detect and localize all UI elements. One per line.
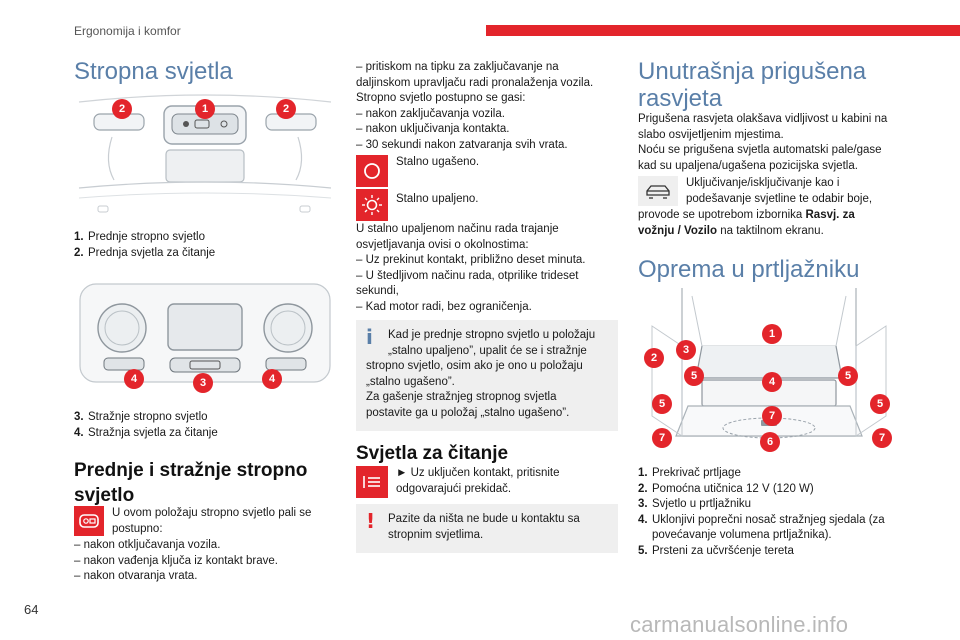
callout-badge: 3 bbox=[676, 340, 696, 360]
reading-light-icon bbox=[356, 466, 388, 498]
legend-item: 4.Uklonjivi poprečni nosač stražnjeg sje… bbox=[638, 513, 885, 526]
callout-badge: 5 bbox=[838, 366, 858, 386]
callout-badge: 3 bbox=[193, 373, 213, 393]
car-icon bbox=[638, 176, 678, 206]
duration-text: U stalno upaljenom načinu rada trajanje … bbox=[356, 223, 586, 313]
callout-badge: 5 bbox=[870, 394, 890, 414]
legend-item: 1.Prednje stropno svjetlo bbox=[74, 231, 205, 243]
front-lights-legend: 1.Prednje stropno svjetlo 2.Prednja svje… bbox=[74, 230, 336, 261]
info-note-text-cont: stropno svjetlo, osim ako je ono u polož… bbox=[366, 360, 583, 419]
info-icon: i bbox=[366, 325, 373, 349]
callout-badge: 2 bbox=[644, 348, 664, 368]
light-off-icon bbox=[356, 155, 388, 187]
warning-note: ! Pazite da ništa ne bude u kontaktu sa … bbox=[356, 504, 618, 553]
rear-lights-legend: 3.Stražnje stropno svjetlo 4.Stražnja sv… bbox=[74, 410, 336, 441]
callout-badge: 5 bbox=[652, 394, 672, 414]
legend-item: 4.Stražnja svjetla za čitanje bbox=[74, 426, 218, 439]
legend-item: 3.Svjetlo u prtljažniku bbox=[638, 498, 752, 510]
ambient-setting-row: Uključivanje/isključivanje kao i podešav… bbox=[638, 176, 900, 207]
callout-badge: 6 bbox=[760, 432, 780, 452]
door-position-list: – nakon otključavanja vozila. – nakon va… bbox=[74, 538, 336, 585]
legend-item: 2.Pomoćna utičnica 12 V (120 W) bbox=[638, 482, 814, 495]
on-position-row: Stalno upaljeno. bbox=[356, 189, 478, 221]
section-title-front-rear: Prednje i stražnje stropno svjetlo bbox=[74, 460, 308, 506]
warning-note-text: Pazite da ništa ne bude u kontaktu sa st… bbox=[388, 513, 580, 541]
running-header: Ergonomija i komfor bbox=[74, 24, 181, 38]
ambient-menu-text: provode se upotrebom izbornika Rasvj. za… bbox=[638, 209, 855, 237]
ambient-setting-text: Uključivanje/isključivanje kao i podešav… bbox=[686, 177, 873, 205]
legend-item: 5.Prsteni za učvršćenje tereta bbox=[638, 544, 794, 557]
off-position-text: Stalno ugašeno. bbox=[396, 156, 480, 168]
trunk-equipment-diagram: 1 2 3 5 4 5 5 7 5 7 6 7 bbox=[642, 286, 896, 456]
section-title-ambient-lighting: Unutrašnja prigušena rasvjeta bbox=[638, 58, 867, 112]
rear-ceiling-light-drawing bbox=[79, 283, 331, 383]
door-position-text: U ovom položaju stropno svjetlo pali se … bbox=[112, 507, 312, 535]
on-position-text: Stalno upaljeno. bbox=[396, 193, 479, 205]
rear-ceiling-light-diagram: 4 3 4 bbox=[74, 280, 336, 400]
callout-badge: 7 bbox=[762, 406, 782, 426]
door-light-icon bbox=[74, 506, 104, 536]
callout-badge: 1 bbox=[195, 99, 215, 119]
callout-badge: 4 bbox=[124, 369, 144, 389]
legend-item: povećavanje volumena prtljažnika). bbox=[652, 529, 832, 541]
ceiling-light-continued-text: – pritiskom na tipku za zaključavanje na… bbox=[356, 61, 594, 151]
list-item: – nakon otvaranja vrata. bbox=[74, 570, 198, 582]
info-note-text: Kad je prednje stropno svjetlo u položaj… bbox=[388, 329, 596, 357]
legend-item: 3.Stražnje stropno svjetlo bbox=[74, 411, 208, 423]
front-ceiling-light-diagram: 2 1 2 bbox=[74, 92, 336, 220]
callout-badge: 2 bbox=[276, 99, 296, 119]
list-item: – nakon otključavanja vozila. bbox=[74, 539, 221, 551]
off-position-row: Stalno ugašeno. bbox=[356, 155, 479, 187]
callout-badge: 4 bbox=[762, 372, 782, 392]
trunk-legend: 1.Prekrivač prtljage 2.Pomoćna utičnica … bbox=[638, 466, 900, 559]
section-title-trunk-equipment: Oprema u prtljažniku bbox=[638, 256, 860, 283]
reading-light-row: ► Uz uključen kontakt, pritisnite odgova… bbox=[356, 466, 622, 498]
menu-path-part-1: Rasvj. za bbox=[805, 209, 855, 221]
section-title-ceiling-lights: Stropna svjetla bbox=[74, 58, 233, 85]
callout-badge: 4 bbox=[262, 369, 282, 389]
menu-path-part-2: vožnju / Vozilo bbox=[638, 224, 718, 237]
info-note: i Kad je prednje stropno svjetlo u polož… bbox=[356, 320, 618, 431]
legend-item: 1.Prekrivač prtljage bbox=[638, 467, 741, 479]
callout-badge: 5 bbox=[684, 366, 704, 386]
callout-badge: 2 bbox=[112, 99, 132, 119]
callout-badge: 1 bbox=[762, 324, 782, 344]
page-number: 64 bbox=[24, 602, 39, 617]
door-position-row: U ovom položaju stropno svjetlo pali se … bbox=[74, 506, 336, 537]
legend-item: 2.Prednja svjetla za čitanje bbox=[74, 246, 216, 259]
light-on-icon bbox=[356, 189, 388, 221]
front-ceiling-light-drawing bbox=[78, 94, 332, 213]
section-title-reading-lights: Svjetla za čitanje bbox=[356, 443, 509, 464]
watermark: carmanualsonline.info bbox=[630, 612, 849, 637]
ambient-lighting-text: Prigušena rasvjeta olakšava vidljivost u… bbox=[638, 113, 888, 172]
trunk-drawing bbox=[651, 288, 887, 439]
callout-badge: 7 bbox=[652, 428, 672, 448]
reading-light-text: ► Uz uključen kontakt, pritisnite odgova… bbox=[396, 467, 560, 495]
header-accent-bar bbox=[486, 25, 960, 36]
warning-icon: ! bbox=[366, 509, 376, 533]
list-item: – nakon vađenja ključa iz kontakt brave. bbox=[74, 554, 278, 567]
callout-badge: 7 bbox=[872, 428, 892, 448]
